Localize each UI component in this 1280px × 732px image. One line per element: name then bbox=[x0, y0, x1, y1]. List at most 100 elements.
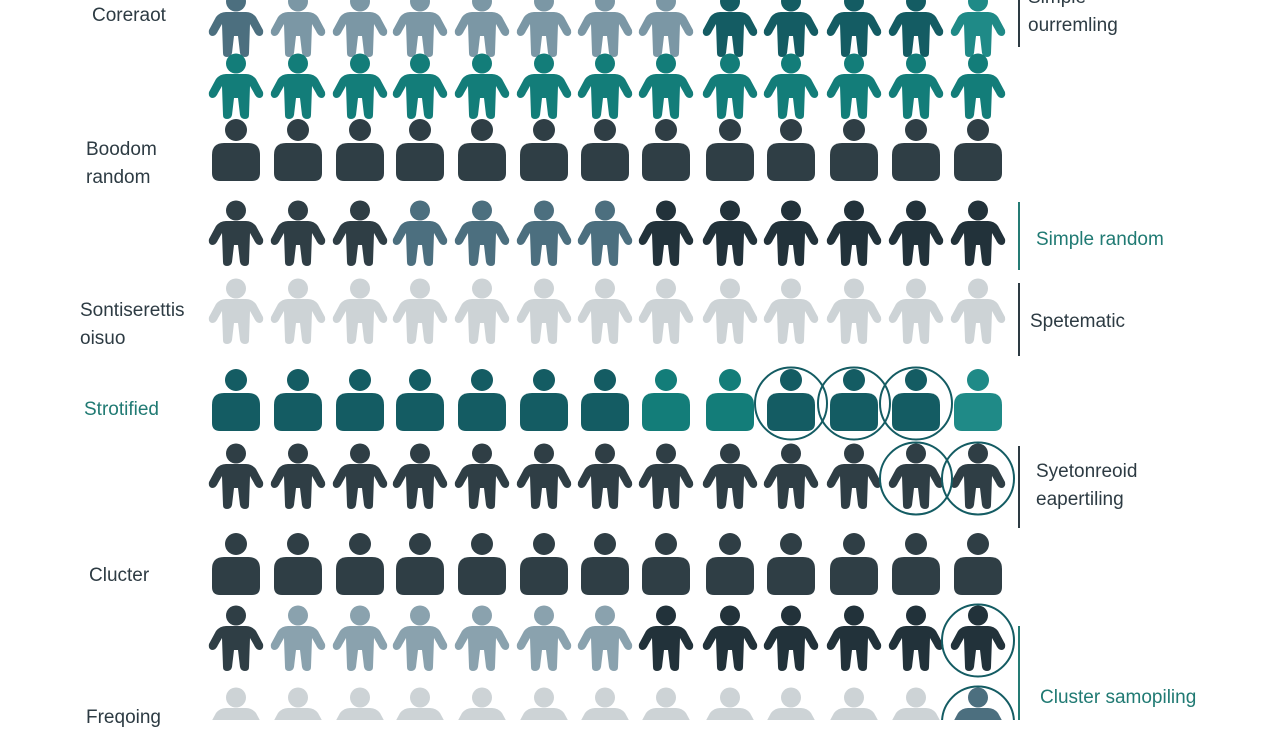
person-body bbox=[212, 557, 260, 595]
person-figure-icon bbox=[888, 605, 944, 671]
person-body bbox=[892, 143, 940, 181]
person-figure-icon bbox=[706, 687, 754, 720]
person-head bbox=[656, 53, 676, 74]
person-figure-icon bbox=[763, 605, 819, 671]
person-head bbox=[905, 119, 927, 141]
person-bust-icon bbox=[830, 369, 878, 431]
person-head bbox=[906, 443, 926, 464]
person-head bbox=[844, 687, 864, 708]
person-bust-icon bbox=[274, 369, 322, 431]
person-head bbox=[287, 533, 309, 555]
person-figure-icon bbox=[454, 443, 510, 509]
person-head bbox=[780, 119, 802, 141]
left-label-random: Boodom random bbox=[86, 136, 276, 192]
person-head bbox=[905, 533, 927, 555]
person-figure-icon bbox=[454, 278, 510, 344]
person-figure-icon bbox=[332, 53, 388, 119]
person-body bbox=[892, 708, 940, 720]
person-body bbox=[454, 299, 510, 344]
person-head bbox=[350, 200, 370, 221]
person-head bbox=[226, 687, 246, 708]
person-figure-icon bbox=[888, 200, 944, 266]
person-body bbox=[950, 626, 1006, 671]
bracket-simple-sampling bbox=[1018, 0, 1020, 47]
person-head bbox=[906, 53, 926, 74]
person-head bbox=[655, 369, 677, 391]
person-head bbox=[844, 0, 864, 12]
person-figure-icon bbox=[212, 687, 260, 720]
person-body bbox=[516, 74, 572, 119]
person-head bbox=[967, 533, 989, 555]
person-body bbox=[577, 74, 633, 119]
person-head bbox=[472, 278, 492, 299]
person-head bbox=[781, 278, 801, 299]
person-body bbox=[706, 143, 754, 181]
person-head bbox=[225, 119, 247, 141]
person-body bbox=[826, 12, 882, 57]
person-head bbox=[288, 0, 308, 12]
person-head bbox=[410, 278, 430, 299]
person-body bbox=[702, 12, 758, 57]
person-figure-icon bbox=[577, 605, 633, 671]
person-head bbox=[288, 605, 308, 626]
right-label-simple-sampling-line1: Simple bbox=[1028, 0, 1280, 12]
person-figure-icon bbox=[208, 200, 264, 266]
person-head bbox=[595, 687, 615, 708]
person-body bbox=[270, 299, 326, 344]
person-body bbox=[270, 221, 326, 266]
person-body bbox=[706, 557, 754, 595]
person-body bbox=[888, 74, 944, 119]
person-head bbox=[533, 119, 555, 141]
left-label-random-line1: Boodom bbox=[86, 139, 157, 160]
person-head bbox=[720, 0, 740, 12]
person-head bbox=[968, 53, 988, 74]
person-body bbox=[892, 557, 940, 595]
person-head bbox=[472, 200, 492, 221]
person-head bbox=[844, 200, 864, 221]
person-body bbox=[270, 74, 326, 119]
person-head bbox=[906, 0, 926, 12]
person-head bbox=[534, 605, 554, 626]
person-head bbox=[720, 278, 740, 299]
person-figure-icon bbox=[888, 53, 944, 119]
person-figure-icon bbox=[763, 278, 819, 344]
person-body bbox=[208, 464, 264, 509]
person-figure-icon bbox=[208, 278, 264, 344]
person-bust-icon bbox=[336, 369, 384, 431]
person-body bbox=[208, 12, 264, 57]
person-body bbox=[892, 393, 940, 431]
person-body bbox=[454, 74, 510, 119]
person-body bbox=[763, 12, 819, 57]
person-head bbox=[594, 119, 616, 141]
person-bust-icon bbox=[581, 369, 629, 431]
person-body bbox=[763, 464, 819, 509]
person-bust-icon bbox=[396, 119, 444, 181]
person-body bbox=[520, 143, 568, 181]
person-figure-icon bbox=[892, 687, 940, 720]
person-head bbox=[780, 369, 802, 391]
person-body bbox=[638, 12, 694, 57]
left-label-convenience-line1: Coreraot bbox=[92, 5, 166, 26]
person-head bbox=[472, 687, 492, 708]
person-body bbox=[954, 143, 1002, 181]
person-head bbox=[288, 53, 308, 74]
person-figure-icon bbox=[454, 53, 510, 119]
person-head bbox=[595, 605, 615, 626]
person-head bbox=[534, 687, 554, 708]
person-figure-icon bbox=[270, 200, 326, 266]
person-body bbox=[577, 464, 633, 509]
person-figure-icon bbox=[516, 443, 572, 509]
person-head bbox=[655, 119, 677, 141]
person-body bbox=[950, 74, 1006, 119]
person-figure-icon bbox=[767, 687, 815, 720]
person-body bbox=[954, 557, 1002, 595]
person-body bbox=[706, 393, 754, 431]
person-bust-icon bbox=[706, 119, 754, 181]
person-head bbox=[472, 443, 492, 464]
person-body bbox=[208, 299, 264, 344]
person-head bbox=[349, 533, 371, 555]
person-bust-icon bbox=[396, 533, 444, 595]
person-head bbox=[226, 443, 246, 464]
person-bust-icon bbox=[830, 119, 878, 181]
person-body bbox=[270, 12, 326, 57]
